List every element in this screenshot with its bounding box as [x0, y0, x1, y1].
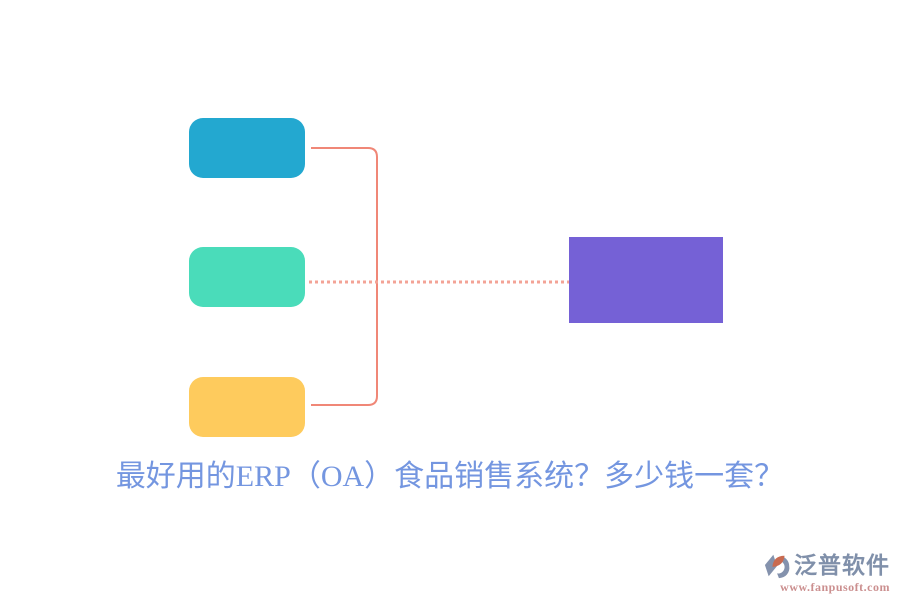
node-bottom — [189, 377, 305, 437]
bracket-line — [311, 147, 378, 406]
diagram-title: 最好用的ERP（OA）食品销售系统？多少钱一套？ — [115, 460, 785, 493]
node-middle — [189, 247, 305, 307]
watermark-brand-row: 泛普软件 — [764, 550, 890, 581]
watermark-url: www.fanpusoft.com — [780, 580, 890, 594]
node-result — [569, 237, 723, 323]
watermark: 泛普软件 www.fanpusoft.com — [764, 550, 890, 594]
watermark-brand: 泛普软件 — [794, 552, 890, 578]
node-top — [189, 118, 305, 178]
fanpu-logo-icon — [764, 554, 790, 579]
